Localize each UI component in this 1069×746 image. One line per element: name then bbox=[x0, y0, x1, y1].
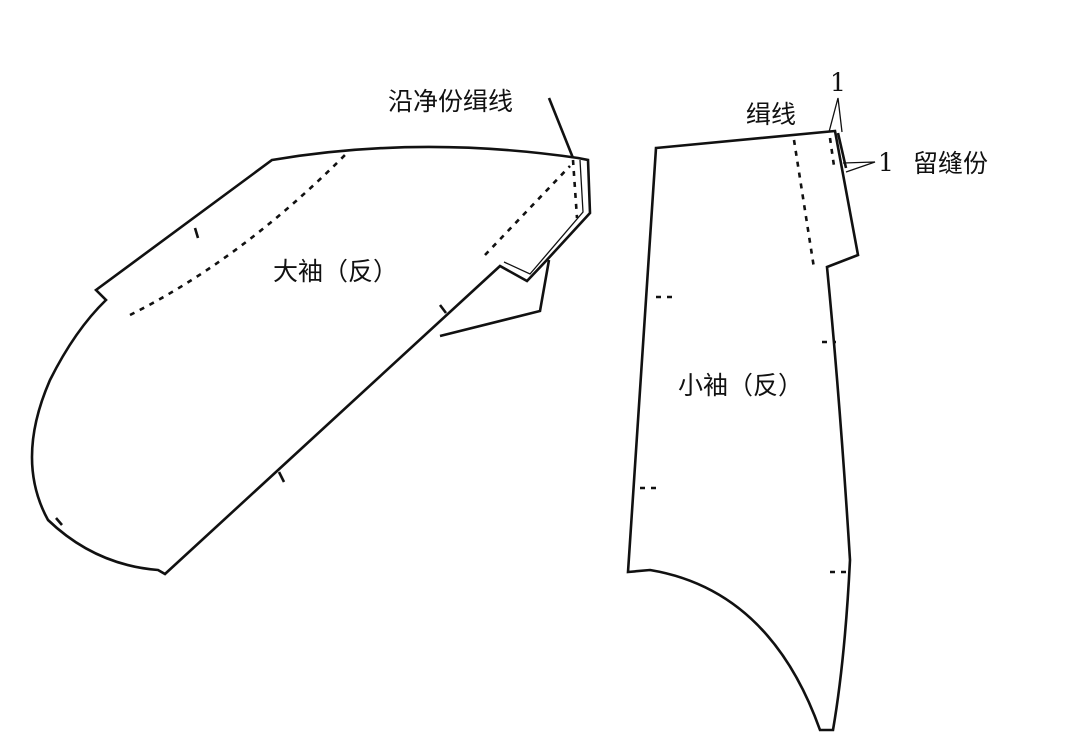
big-sleeve-stitch-dashed bbox=[571, 159, 579, 219]
small-sleeve-stitch-dashed bbox=[828, 137, 836, 167]
leader-line bbox=[547, 97, 575, 159]
label-small-sleeve: 小袖（反） bbox=[678, 371, 804, 400]
big-sleeve-outline bbox=[30, 145, 592, 576]
label-dim-side: 1 bbox=[878, 148, 894, 177]
label-seam-allowance: 留缝份 bbox=[913, 149, 989, 178]
label-stitch-line: 缉线 bbox=[746, 100, 797, 129]
small-sleeve-dashed-line bbox=[792, 139, 816, 269]
dim-arrow-side bbox=[842, 161, 876, 173]
big-sleeve-dashed-line-2 bbox=[484, 165, 571, 256]
label-stitch-along-net: 沿净份缉线 bbox=[388, 87, 514, 116]
dim-arrow-top bbox=[828, 97, 843, 133]
small-sleeve-outline bbox=[626, 129, 860, 732]
label-dim-top: 1 bbox=[830, 68, 846, 97]
big-sleeve-flap bbox=[439, 259, 551, 338]
big-sleeve-inner-fold bbox=[503, 159, 584, 275]
small-sleeve-seam-edge bbox=[836, 132, 848, 169]
notch-marks bbox=[55, 227, 448, 526]
small-sleeve-notches bbox=[640, 295, 846, 574]
label-big-sleeve: 大袖（反） bbox=[273, 257, 399, 286]
big-sleeve-dashed-line bbox=[129, 154, 346, 317]
